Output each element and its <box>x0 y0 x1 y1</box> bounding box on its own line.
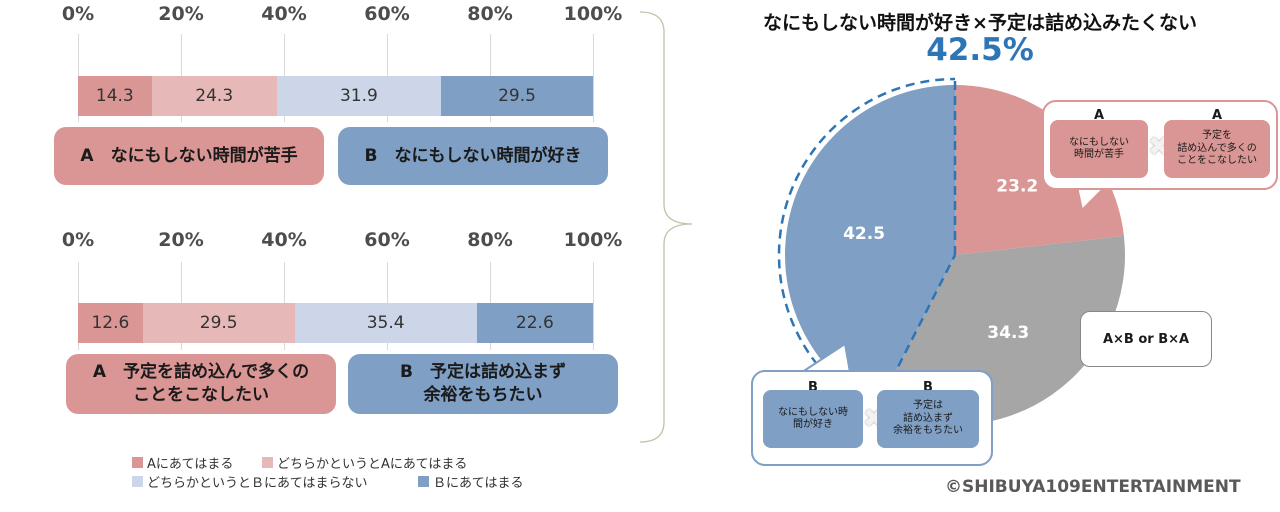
legend-swatch <box>132 457 143 468</box>
callout-b-tail <box>792 342 852 379</box>
bar-segment: 12.6 <box>78 303 143 343</box>
callout-a-text-left: なにもしない 時間が苦手 <box>1050 120 1148 178</box>
gridline <box>593 34 594 122</box>
legend-label: どちらかというとAにあてはまる <box>277 457 468 472</box>
callout-b: B なにもしない時 間が好き ✖ B 予定は 詰め込まず 余裕をもちたい <box>751 370 993 466</box>
legend-item-0: Aにあてはまる <box>132 453 233 472</box>
legend-item-2: どちらかというとＢにあてはまらない <box>132 472 367 491</box>
x-tick-label: 20% <box>158 3 204 25</box>
callout-a: A なにもしない 時間が苦手 ✖ A 予定を 詰め込んで多くの ことをこなしたい <box>1042 100 1278 190</box>
callout-a-head-left: A <box>1093 108 1105 123</box>
x-tick-label: 80% <box>467 3 513 25</box>
callout-b-head-left: B <box>808 380 818 395</box>
bar-segment: 35.4 <box>294 303 477 343</box>
legend-label: どちらかというとＢにあてはまらない <box>147 476 368 491</box>
legend-item-3: Ｂにあてはまる <box>418 472 523 491</box>
callout-b-head-right: B <box>923 380 933 395</box>
legend-swatch <box>132 476 143 487</box>
x-tick-label: 0% <box>61 229 95 251</box>
x-tick-label: 40% <box>261 3 307 25</box>
callout-b-text-right: 予定は 詰め込まず 余裕をもちたい <box>877 390 979 448</box>
x-tick-label: 80% <box>467 229 513 251</box>
x-tick-label: 60% <box>364 3 410 25</box>
pie-data-label: 23.2 <box>996 176 1038 196</box>
x-tick-label: 40% <box>261 229 307 251</box>
statement-a-1: A なにもしない時間が苦手 <box>54 127 324 185</box>
bar-segment: 22.6 <box>476 303 593 343</box>
label-ab: A×B or B×A <box>1080 311 1212 367</box>
bar-segment: 29.5 <box>441 76 593 116</box>
bar-segment: 29.5 <box>142 303 295 343</box>
bar-segment: 24.3 <box>151 76 277 116</box>
pie-highlight-value: 42.5% <box>926 32 1034 68</box>
pie-chart: 23.2 34.3 42.5 <box>777 77 1125 426</box>
x-tick-label: 20% <box>158 229 204 251</box>
bracket-icon <box>639 11 693 443</box>
pie-data-label: 34.3 <box>987 323 1029 343</box>
statement-a-2: A 予定を詰め込んで多くの ことをこなしたい <box>66 354 336 414</box>
legend-swatch <box>262 457 273 468</box>
pie-slice <box>785 85 955 407</box>
x-tick-label: 0% <box>61 3 95 25</box>
pie-title: なにもしない時間が好き×予定は詰め込みたくない <box>763 12 1197 34</box>
pie-data-label: 42.5 <box>843 224 885 244</box>
legend-label: Aにあてはまる <box>147 457 234 472</box>
legend-item-1: どちらかというとAにあてはまる <box>262 453 467 472</box>
gridline <box>593 262 594 350</box>
x-tick-label: 100% <box>563 3 623 25</box>
callout-a-text-right: 予定を 詰め込んで多くの ことをこなしたい <box>1164 120 1270 178</box>
highlight-outline <box>777 77 957 413</box>
bar-segment: 31.9 <box>276 76 442 116</box>
copyright: ©SHIBUYA109ENTERTAINMENT <box>945 477 1241 497</box>
pie-slice <box>955 85 1124 255</box>
bar-segment: 14.3 <box>78 76 152 116</box>
callout-a-head-right: A <box>1211 108 1223 123</box>
statement-b-1: B なにもしない時間が好き <box>338 127 608 185</box>
x-tick-label: 60% <box>364 229 410 251</box>
legend-swatch <box>418 476 429 487</box>
callout-b-text-left: なにもしない時 間が好き <box>763 390 863 448</box>
x-tick-label: 100% <box>563 229 623 251</box>
statement-b-2: B 予定は詰め込まず 余裕をもちたい <box>348 354 618 414</box>
legend-label: Ｂにあてはまる <box>433 476 524 491</box>
